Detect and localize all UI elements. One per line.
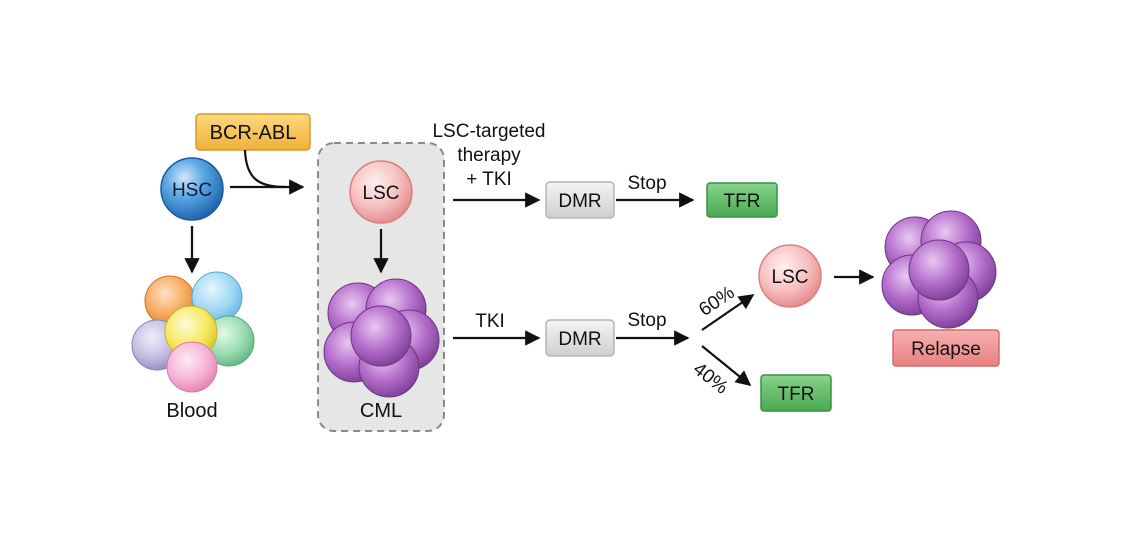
dmr-label-bottom: DMR [558,329,601,350]
tki-label: TKI [475,311,505,332]
blood-cell-pink [166,341,218,393]
relapse-box: Relapse [892,329,1000,367]
lsc-label-main: LSC [363,183,400,204]
hsc-label: HSC [172,180,212,201]
bcr-abl-label: BCR-ABL [210,122,297,144]
cml-cluster [323,278,440,398]
dmr-box-bottom: DMR [545,319,615,357]
pct-60-label: 60% [695,282,738,321]
therapy-label-line3: + TKI [466,169,512,190]
lsc-label-relapse: LSC [772,267,809,288]
tfr-label-top: TFR [724,191,761,212]
therapy-label-line2: therapy [457,145,521,166]
hsc-cell: HSC [160,157,224,221]
blood-cluster [131,271,255,393]
bcr-abl-box: BCR-ABL [195,113,311,151]
tfr-box-top: TFR [706,182,778,218]
cml-label: CML [360,400,402,422]
lsc-cell-main: LSC [349,160,413,224]
relapse-label: Relapse [911,339,981,360]
tfr-label-bottom: TFR [778,384,815,405]
relapse-cell [908,239,970,301]
relapse-cluster [881,210,997,329]
bcr-abl-curve [243,149,286,189]
arrow-branch-to-lsc [701,294,755,331]
stop-label-bottom: Stop [627,310,666,331]
lsc-cell-relapse: LSC [758,244,822,308]
therapy-label-line1: LSC-targeted [432,121,545,142]
tfr-box-bottom: TFR [760,374,832,412]
dmr-box-top: DMR [545,181,615,219]
blood-label: Blood [166,400,217,422]
dmr-label-top: DMR [558,191,601,212]
cml-cell [350,305,412,367]
stop-label-top: Stop [627,173,666,194]
arrow-branch-to-tfr [701,345,752,386]
